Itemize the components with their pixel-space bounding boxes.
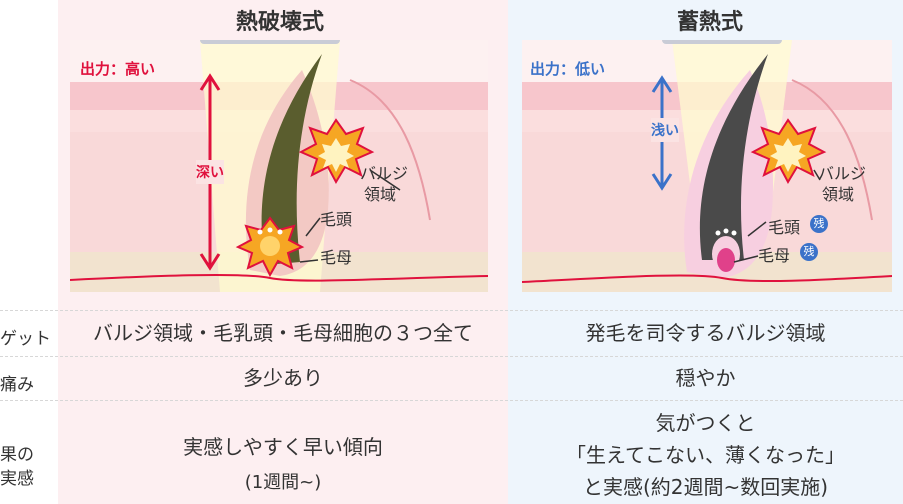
effect-left-line1: 実感しやすく早い傾向	[183, 435, 383, 459]
row-divider	[0, 400, 903, 401]
target-left: バルジ領域・毛乳頭・毛母細胞の３つ全て	[93, 321, 473, 345]
papilla-label-right: 毛頭	[768, 218, 801, 237]
power-label-high: 出力：高い	[80, 60, 156, 78]
effect-right-line2: 「生えてこない、薄くなった」	[566, 443, 845, 467]
matrix-label-right: 毛母	[758, 246, 791, 265]
power-label-low: 出力：低い	[530, 60, 606, 78]
row-label-effect-line2: 実感	[0, 469, 34, 489]
row-label-pain: 痛み	[0, 375, 34, 395]
heat-destruction-diagram	[69, 34, 489, 292]
bulge-label-line1-right: バルジ	[818, 164, 867, 183]
depth-label-shallow: 浅い	[651, 118, 679, 142]
effect-right-line3: と実感(約2週間~数回実施)	[582, 475, 829, 499]
row-divider	[0, 310, 903, 311]
bulge-label-line1: バルジ	[360, 164, 409, 183]
heat-destruction-title: 熱破壊式	[235, 10, 324, 35]
bulge-label-line2-right: 領域	[822, 185, 855, 204]
row-label-effect-line1: 果の	[0, 445, 34, 465]
pain-right: 穏やか	[675, 366, 736, 390]
effect-left-line2: (1週間~)	[244, 472, 322, 493]
effect-right-line1: 気がつくと	[655, 411, 756, 435]
papilla-label: 毛頭	[320, 210, 353, 229]
matrix-label: 毛母	[320, 248, 353, 267]
matrix-remain-badge: 残	[800, 243, 818, 261]
heat-storage-title: 蓄熱式	[676, 10, 743, 35]
depth-label-deep: 深い	[196, 160, 224, 184]
papilla-remain-badge: 残	[810, 215, 828, 233]
row-divider	[0, 356, 903, 357]
heat-storage-diagram	[521, 34, 893, 292]
pain-left: 多少あり	[243, 366, 323, 390]
row-label-target: ゲット	[0, 329, 51, 349]
bulge-label-line2: 領域	[364, 185, 397, 204]
target-right: 発毛を司令するバルジ領域	[585, 321, 826, 345]
